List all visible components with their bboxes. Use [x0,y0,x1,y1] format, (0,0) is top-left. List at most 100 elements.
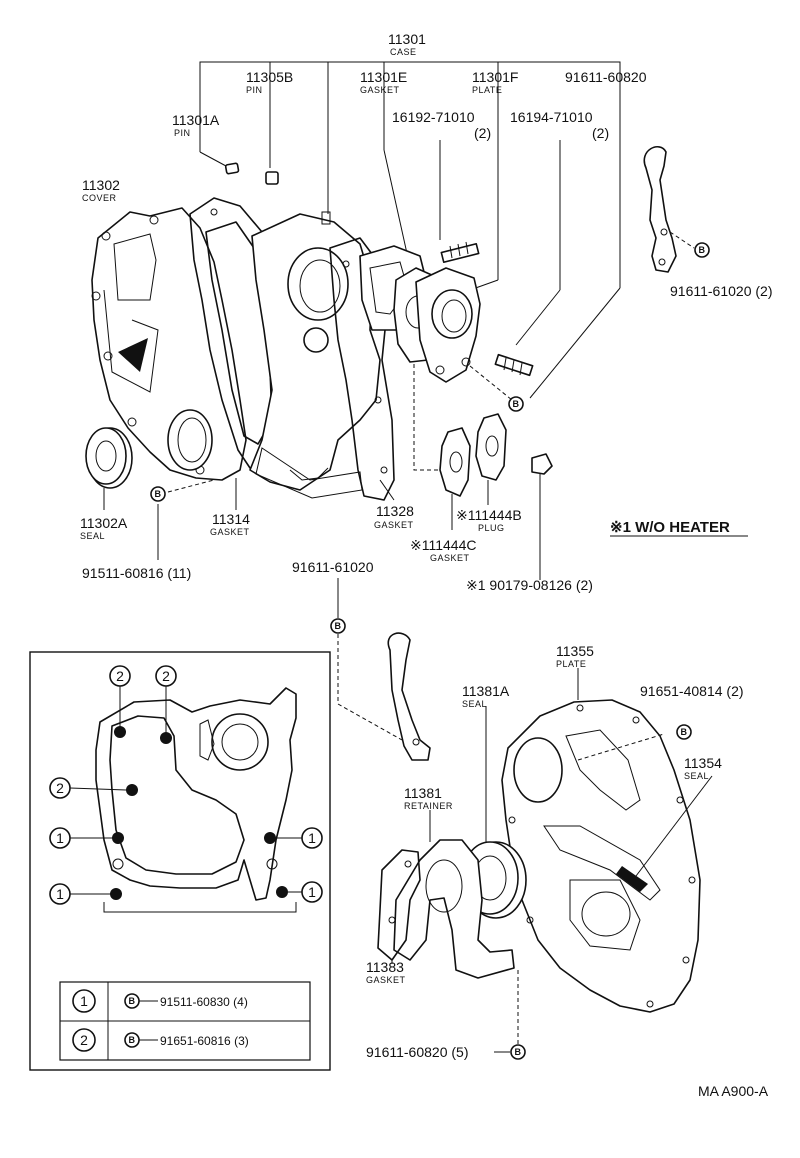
gasket-e-part-number: 11301E [360,69,407,85]
seal-11381a-caption: SEAL [462,699,487,709]
main-leaders [103,365,513,560]
legend-row-2-marker: B [129,1035,136,1045]
bolt-60820-top-label: 91611-60820 [565,69,647,85]
timing-cover-assembly [91,151,534,501]
gasket-11314-caption: GASKET [210,527,250,537]
b-marker-plate: B [508,396,524,412]
cover-caption: COVER [82,193,117,203]
cover-11302 [91,207,247,481]
gasket-11383-caption: GASKET [366,975,406,985]
bottom-labels: 11355 PLATE 11381A SEAL 91651-40814 (2) … [366,643,769,1099]
svg-text:B: B [155,489,162,499]
inset-callout-1d: 1 [288,881,323,903]
svg-text:1: 1 [56,886,64,902]
svg-text:B: B [335,621,342,631]
legend-row-1-marker: B [129,996,136,1006]
b-markers: B B B B B B [150,242,710,1060]
svg-text:B: B [513,399,520,409]
stud-192-qty: (2) [474,125,491,141]
legend-table: 1 B 91511-60830 (4) 2 B 91651-60816 (3) [59,981,311,1061]
pin-a-caption: PIN [174,128,191,138]
svg-text:B: B [681,727,688,737]
svg-text:2: 2 [116,668,124,684]
pin-11305b [265,171,279,185]
svg-text:B: B [515,1047,522,1057]
svg-text:2: 2 [56,780,64,796]
seal-11354-part-number: 11354 [684,755,722,771]
retainer-11381 [393,839,515,979]
legend-row-2: 2 B 91651-60816 (3) [72,1028,249,1052]
plug-part-number: ※111444B [456,507,522,523]
inset-box: 2 2 2 1 1 1 1 [29,651,331,1071]
gasket-11328-part-number: 11328 [376,503,414,519]
gasket-11383-part-number: 11383 [366,959,404,975]
inset-callout-1c: 1 [276,827,323,849]
inset-callout-1a: 1 [49,827,112,849]
legend-row-1-key: 1 [80,993,88,1009]
bolt-08126-label: ※1 90179-08126 (2) [466,577,593,593]
case-part-number: 11301 [388,31,426,47]
small-gaskets [413,364,553,580]
legend-row-1-part: 91511-60830 (4) [160,995,248,1009]
seal-a-part-number: 11302A [80,515,128,531]
pin-b-caption: PIN [246,85,263,95]
inset-callout-2c: 2 [49,777,127,799]
legend-row-1: 1 B 91511-60830 (4) [72,989,248,1013]
bracket-top-right [643,146,695,273]
bolt-60820-bottom-label: 91611-60820 (5) [366,1044,468,1060]
retainer-part-number: 11381 [404,785,442,801]
pin-a-part-number: 11301A [172,112,220,128]
plug-caption: PLUG [478,523,505,533]
b-marker-bottom: B [510,1044,526,1060]
bolt-61020-mid-label: 91611-61020 [292,559,374,575]
heater-note: ※1 W/O HEATER [610,519,730,536]
pin-b-part-number: 11305B [246,69,293,85]
seal-11302a [85,427,133,489]
inset-callout-1b: 1 [49,883,110,905]
seal-a-caption: SEAL [80,531,105,541]
plate-f-caption: PLATE [472,85,502,95]
svg-text:1: 1 [308,884,316,900]
footer-code: MA A900-A [698,1083,769,1099]
inset-callout-2b: 2 [155,665,177,732]
b-marker-mid: B [330,618,346,634]
pin-11301a [224,162,240,175]
bolt-61020-right-label: 91611-61020 (2) [670,283,772,299]
rear-assembly [377,668,713,1053]
gasket-c-part-number: ※111444C [410,537,476,553]
gasket-11328-caption: GASKET [374,520,414,530]
bolt-40814-label: 91651-40814 (2) [640,683,744,699]
stud-71010-194-label: 16194-71010 [510,109,593,125]
retainer-caption: RETAINER [404,801,453,811]
seal-11381a-part-number: 11381A [462,683,510,699]
svg-text:1: 1 [308,830,316,846]
svg-text:1: 1 [56,830,64,846]
top-labels: 11301 CASE 11305B PIN 11301E GASKET 1130… [82,31,647,203]
svg-text:B: B [699,245,706,255]
mid-bracket [337,578,431,761]
cover-part-number: 11302 [82,177,120,193]
legend-row-2-key: 2 [80,1032,88,1048]
inset-callout-2a: 2 [109,665,131,726]
b-marker-cover: B [150,486,166,502]
bolt-60816-label: 91511-60816 (11) [82,565,191,581]
stud-16192 [440,241,480,264]
stud-194-qty: (2) [592,125,609,141]
plate-11355-caption: PLATE [556,659,586,669]
seal-11354-caption: SEAL [684,771,709,781]
gasket-c-caption: GASKET [430,553,470,563]
legend-row-2-part: 91651-60816 (3) [160,1034,249,1048]
mid-labels: 91611-61020 (2) 11302A SEAL 11314 GASKET… [80,283,772,593]
case-caption: CASE [390,47,417,57]
stud-71010-192-label: 16192-71010 [392,109,475,125]
gasket-11314-part-number: 11314 [212,511,250,527]
plate-11355-part-number: 11355 [556,643,594,659]
case-leader-bracket [199,61,621,399]
b-marker-endplate: B [676,724,692,740]
plate-f-part-number: 11301F [472,69,518,85]
svg-text:2: 2 [162,668,170,684]
gasket-e-caption: GASKET [360,85,400,95]
b-marker-bracket-right: B [694,242,710,258]
